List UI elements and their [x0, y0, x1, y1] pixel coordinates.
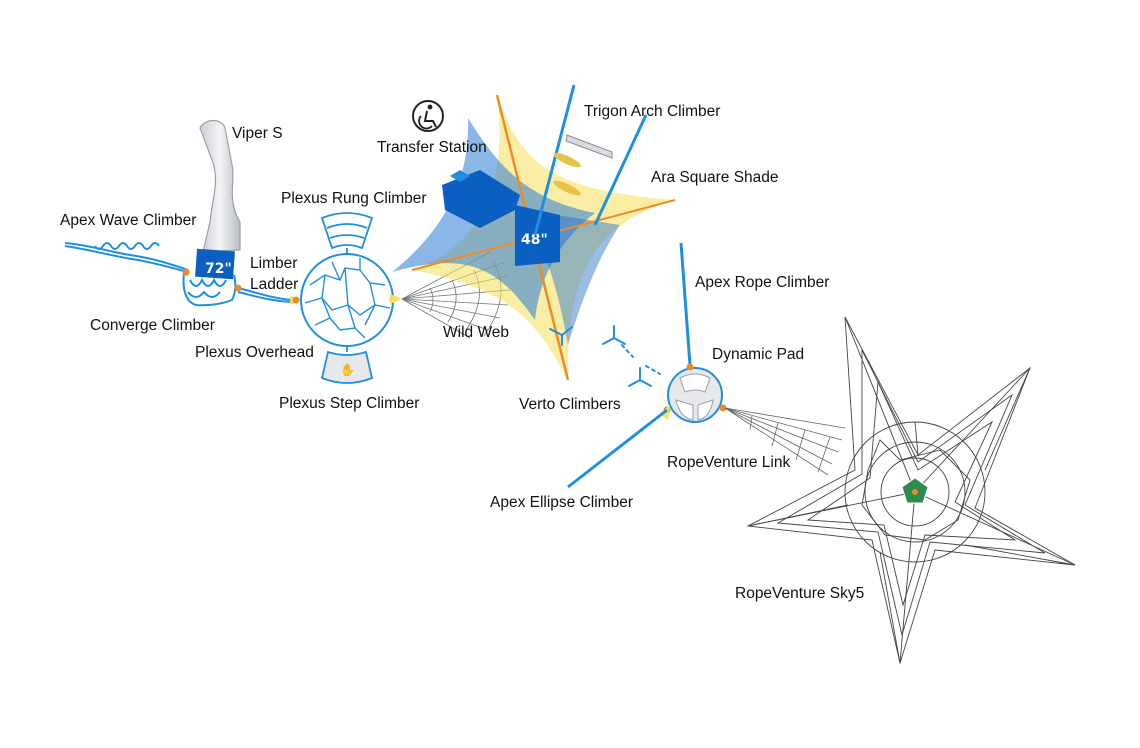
connector-node [686, 363, 694, 371]
label-ropeventure-link: RopeVenture Link [667, 454, 790, 471]
label-verto-climbers: Verto Climbers [519, 396, 621, 413]
plexus-overhead [300, 253, 402, 347]
label-trigon-arch-climber: Trigon Arch Climber [584, 103, 720, 120]
trigon-arch-climber [533, 84, 648, 236]
label-limber-ladder: Limber [250, 255, 297, 272]
label-converge-climber: Converge Climber [90, 317, 215, 334]
connector-node [292, 296, 300, 304]
label-dynamic-pad: Dynamic Pad [712, 346, 804, 363]
label-wild-web: Wild Web [443, 324, 509, 341]
slide-deck-height: 72" [205, 261, 232, 277]
step-grip-icon: ✋ [340, 363, 355, 377]
label-viper-s: Viper S [232, 125, 283, 142]
apex-rope-climber [679, 242, 692, 366]
label-plexus-rung-climber: Plexus Rung Climber [281, 190, 427, 207]
ropeventure-link [724, 407, 846, 476]
label-limber-ladder-2: Ladder [250, 276, 298, 293]
label-plexus-step-climber: Plexus Step Climber [279, 395, 419, 412]
label-plexus-overhead: Plexus Overhead [195, 344, 314, 361]
connector-node [719, 404, 727, 412]
label-apex-wave-climber: Apex Wave Climber [60, 212, 196, 229]
apex-ellipse-climber [567, 408, 668, 489]
viper-s-slide: 72" [195, 119, 241, 280]
transfer-station: 48" [442, 170, 560, 266]
verto-climbers [549, 325, 661, 387]
accessibility-icon [412, 100, 444, 132]
label-apex-rope-climber: Apex Rope Climber [695, 274, 829, 291]
slide-deck [195, 248, 235, 280]
connector-node [234, 284, 242, 292]
apex-wave-climber [64, 242, 189, 273]
label-apex-ellipse-climber: Apex Ellipse Climber [490, 494, 633, 511]
plexus-step-climber: ✋ [320, 346, 374, 384]
label-ara-square-shade: Ara Square Shade [651, 169, 779, 186]
connector-node [182, 268, 190, 276]
main-deck-height: 48" [521, 232, 548, 248]
dynamic-pad-hub [660, 363, 727, 423]
plexus-rung-climber [320, 212, 374, 254]
connector-clamp [390, 294, 402, 304]
label-ropeventure-sky5: RopeVenture Sky5 [735, 585, 864, 602]
ropeventure-sky5 [746, 316, 1076, 665]
limber-ladder [237, 287, 293, 303]
label-transfer-station: Transfer Station [377, 139, 487, 156]
